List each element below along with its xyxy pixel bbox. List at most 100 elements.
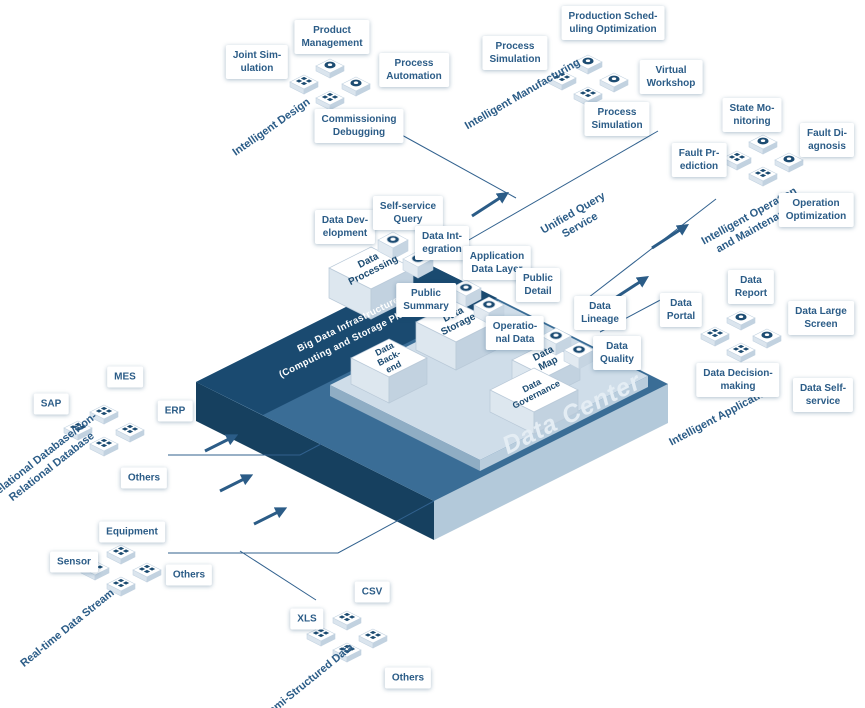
label-line: ERP xyxy=(164,405,186,417)
label-data-quality: Data Quality xyxy=(593,336,641,370)
label-line: uling Optimization xyxy=(569,24,657,35)
label-line: Summary xyxy=(403,301,449,312)
label-data-lineage: Data Lineage xyxy=(574,296,626,330)
label-self-service-query: Self-service Query xyxy=(372,196,444,230)
label-line: Detail xyxy=(524,286,552,297)
label-line: State Mo- xyxy=(729,103,775,114)
ring-tile-icon xyxy=(342,77,370,96)
label-csv: CSV xyxy=(354,581,390,603)
label-others-semi: Others xyxy=(384,667,432,689)
label-line: Data Layer xyxy=(471,264,523,275)
arrow-input-1 xyxy=(204,434,239,453)
label-data-report: Data Report xyxy=(727,270,775,304)
arrow-output-operation xyxy=(651,224,690,250)
label-fault-diagnosis: Fault Di- agnosis xyxy=(800,123,854,157)
label-product-management: Product Management xyxy=(294,20,370,54)
label-others-realtime: Others xyxy=(165,564,213,586)
label-line: agnosis xyxy=(808,141,846,152)
label-line: Optimization xyxy=(785,211,847,222)
label-line: Simulation xyxy=(489,54,541,65)
label-operational-data: Operatio- nal Data xyxy=(485,316,545,350)
label-line: XLS xyxy=(297,613,317,625)
platform-cubes xyxy=(328,231,595,435)
grid-tile-icon xyxy=(107,545,135,564)
label-line: elopment xyxy=(322,228,368,239)
plinth-left-face xyxy=(330,385,480,471)
label-public-detail: Public Detail xyxy=(515,268,561,302)
label-line: Data xyxy=(740,275,762,286)
feed-line-semistructured xyxy=(239,550,317,601)
label-line: Product xyxy=(313,25,351,36)
label-line: nal Data xyxy=(495,334,535,345)
ring-tile-icon xyxy=(727,311,755,330)
label-fault-prediction: Fault Pr- ediction xyxy=(671,143,727,177)
flow-arrows xyxy=(204,192,690,526)
label-line: Application xyxy=(469,251,525,262)
data-processing-cube xyxy=(328,246,414,320)
label-line: Others xyxy=(172,569,206,581)
grid-tile-icon xyxy=(116,423,144,442)
label-line: CSV xyxy=(361,586,383,598)
grid-tile-icon xyxy=(359,629,387,648)
label-mes: MES xyxy=(107,366,143,388)
grid-tile-icon xyxy=(333,611,361,630)
label-line: Data Self- xyxy=(799,383,847,394)
label-data-portal: Data Portal xyxy=(659,293,703,327)
label-line: Production Sched- xyxy=(568,11,658,22)
label-line: Data xyxy=(670,298,692,309)
label-line: nitoring xyxy=(733,116,771,127)
plinth-right-face xyxy=(480,376,648,471)
label-process-simulation-top: Process Simulation xyxy=(482,36,548,70)
label-line: Joint Sim- xyxy=(232,50,282,61)
feed-line-database xyxy=(168,443,322,456)
label-sensor: Sensor xyxy=(50,551,98,573)
grid-tile-icon xyxy=(749,167,777,186)
label-line: SAP xyxy=(40,398,62,410)
ring-tile-icon xyxy=(749,135,777,154)
label-data-integration: Data Int- egration xyxy=(415,226,469,260)
label-line: making xyxy=(720,381,756,392)
label-line: Data Dev- xyxy=(321,215,369,226)
ring-tile-icon xyxy=(775,153,803,172)
label-line: Public xyxy=(522,273,554,284)
label-data-large-screen: Data Large Screen xyxy=(788,301,854,335)
label-equipment: Equipment xyxy=(99,521,165,543)
label-erp: ERP xyxy=(157,400,193,422)
label-line: Data Int- xyxy=(422,231,462,242)
label-line: ulation xyxy=(240,63,274,74)
label-data-self-service: Data Self- service xyxy=(792,378,854,412)
operation-cluster-icons xyxy=(723,135,803,186)
query-line-manufacturing xyxy=(447,130,659,253)
label-line: Management xyxy=(301,38,363,49)
arrow-input-2 xyxy=(219,474,254,493)
label-line: Process xyxy=(495,41,535,52)
grid-tile-icon xyxy=(701,327,729,346)
label-line: MES xyxy=(114,371,136,383)
label-line: Equipment xyxy=(106,526,158,538)
label-line: Sensor xyxy=(57,556,91,568)
label-public-summary: Public Summary xyxy=(396,283,456,317)
label-line: Debugging xyxy=(332,127,386,138)
label-line: Data Decision- xyxy=(703,368,773,379)
label-line: Query xyxy=(393,214,423,225)
arrow-input-3 xyxy=(253,507,288,526)
label-line: Data Large xyxy=(795,306,847,317)
label-xls: XLS xyxy=(290,608,324,630)
label-line: Workshop xyxy=(646,78,696,89)
label-process-simulation-bottom: Process Simulation xyxy=(584,102,650,136)
label-line: Lineage xyxy=(581,314,619,325)
label-line: Data xyxy=(589,301,611,312)
platform-left-face xyxy=(196,382,434,540)
query-line-operation xyxy=(583,198,717,302)
data-backend-cube xyxy=(350,338,428,404)
query-line-design xyxy=(399,133,517,199)
label-data-development: Data Dev- elopment xyxy=(314,210,376,244)
label-state-monitoring: State Mo- nitoring xyxy=(722,98,782,132)
label-line: Data xyxy=(606,341,628,352)
label-line: Portal xyxy=(666,311,696,322)
grid-tile-icon xyxy=(727,343,755,362)
label-line: Screen xyxy=(804,319,838,330)
grid-tile-icon xyxy=(307,627,335,646)
label-data-decision-making: Data Decision- making xyxy=(696,363,780,397)
